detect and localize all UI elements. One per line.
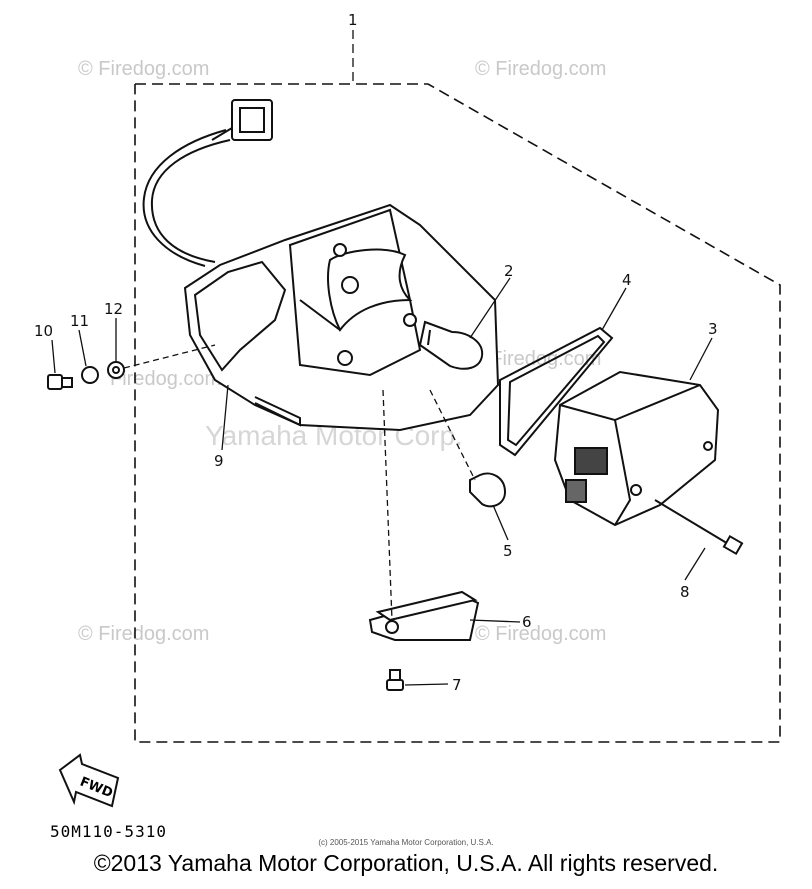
- callout-6: 6: [522, 613, 532, 631]
- callout-9: 9: [214, 452, 224, 470]
- taillight-lens: [553, 370, 720, 527]
- small-copyright: (c) 2005-2015 Yamaha Motor Corporation, …: [318, 838, 494, 847]
- callout-1: 1: [348, 11, 358, 29]
- license-bulb: [429, 389, 507, 508]
- watermark-firedog: © Firedog.com: [78, 623, 209, 645]
- callout-labels: 2 3 4 5 6 7 8 9 10 11 12: [34, 262, 718, 694]
- callout-5: 5: [503, 542, 513, 560]
- taillight-housing: [183, 203, 500, 432]
- bolt-10: [47, 374, 63, 390]
- license-lens-cover: [368, 590, 480, 641]
- part-code: 50M110-5310: [50, 822, 167, 841]
- wire-harness: [142, 99, 273, 267]
- copyright-notice: ©2013 Yamaha Motor Corporation, U.S.A. A…: [93, 850, 719, 876]
- lens-screw: [654, 499, 744, 556]
- callout-10: 10: [34, 322, 53, 340]
- mount-fasteners: [47, 344, 216, 390]
- washer-11: [81, 366, 99, 384]
- cover-leader: [382, 389, 393, 621]
- callout-3: 3: [708, 320, 718, 338]
- callout-2: 2: [504, 262, 514, 280]
- tail-bulb: [418, 320, 484, 370]
- watermark-firedog: © Firedog.com: [470, 348, 601, 370]
- callout-leaders: [51, 277, 713, 686]
- callout-4: 4: [622, 271, 632, 289]
- watermark-firedog: © Firedog.com: [475, 623, 606, 645]
- bolt-10-shank: [61, 377, 73, 388]
- watermark-firedog: © Firedog.com: [475, 58, 606, 80]
- callout-8: 8: [680, 583, 690, 601]
- callout-12: 12: [104, 300, 123, 318]
- lens-gasket: [499, 326, 614, 457]
- watermark-firedog-alt: Firedog.com: [110, 368, 221, 390]
- cover-screw: [386, 669, 404, 691]
- callout-11: 11: [70, 312, 89, 330]
- fwd-arrow-icon: FWD: [58, 753, 120, 808]
- watermark-firedog: © Firedog.com: [78, 58, 209, 80]
- assembly-boundary: [134, 83, 781, 743]
- callout-7: 7: [452, 676, 462, 694]
